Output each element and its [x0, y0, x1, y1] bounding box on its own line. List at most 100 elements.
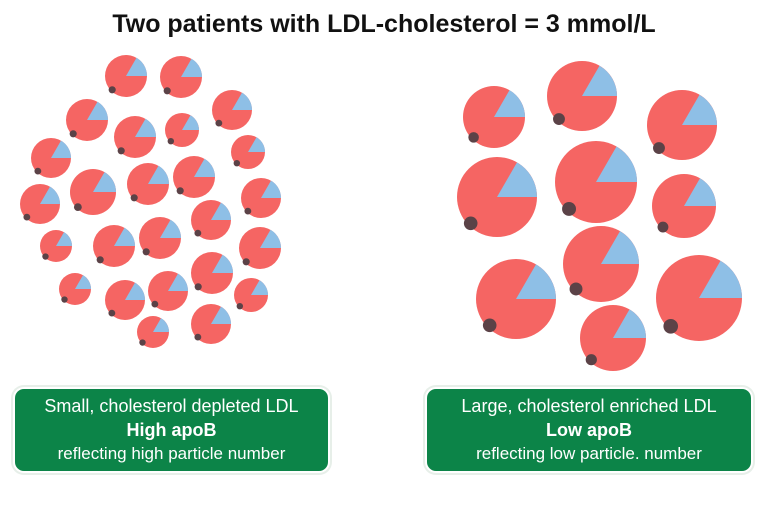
large-ldl-particle: [476, 259, 556, 339]
apob-dot: [139, 339, 146, 346]
left-caption-box: Small, cholesterol depleted LDL High apo…: [15, 389, 328, 471]
apob-dot: [23, 213, 31, 221]
apob-dot: [61, 296, 68, 303]
cholesterol-wedge: [40, 186, 60, 204]
apob-dot: [151, 300, 159, 308]
cholesterol-wedge: [126, 57, 147, 76]
small-ldl-particle: [212, 90, 252, 130]
cholesterol-wedge: [148, 165, 169, 184]
cholesterol-wedge: [248, 137, 265, 152]
left-particle-cluster: [20, 55, 281, 348]
apob-dot: [194, 229, 202, 237]
apob-dot: [194, 333, 202, 341]
cholesterol-wedge: [93, 172, 116, 192]
apob-dot: [585, 354, 597, 366]
small-ldl-particle: [66, 99, 108, 141]
apob-dot: [233, 159, 241, 167]
apob-dot: [117, 147, 125, 155]
apob-dot: [163, 87, 171, 95]
cholesterol-wedge: [232, 92, 252, 110]
apob-dot: [167, 137, 175, 145]
apob-dot: [176, 187, 184, 195]
apob-dot: [653, 142, 665, 154]
apob-dot: [244, 207, 252, 215]
cholesterol-wedge: [194, 158, 215, 177]
right-caption-description: Large, cholesterol enriched LDL: [461, 396, 717, 416]
cholesterol-wedge: [87, 101, 108, 120]
small-ldl-particle: [191, 200, 231, 240]
small-ldl-particle: [165, 113, 199, 147]
small-ldl-particle: [31, 138, 71, 178]
large-ldl-particle: [463, 86, 525, 148]
cholesterol-wedge: [516, 264, 556, 299]
large-ldl-particle: [457, 157, 537, 237]
small-ldl-particle: [139, 217, 181, 259]
apob-dot: [96, 256, 104, 264]
large-ldl-particle: [563, 226, 639, 302]
cholesterol-wedge: [211, 306, 231, 324]
cholesterol-wedge: [582, 65, 617, 96]
cholesterol-wedge: [114, 227, 135, 246]
diagram-title: Two patients with LDL-cholesterol = 3 mm…: [112, 10, 656, 38]
apob-dot: [34, 167, 42, 175]
small-ldl-particle: [70, 169, 116, 215]
small-ldl-particle: [114, 116, 156, 158]
small-ldl-particle: [234, 278, 268, 312]
large-ldl-particle: [555, 141, 637, 223]
cholesterol-wedge: [212, 254, 233, 273]
apob-dot: [663, 318, 679, 334]
cholesterol-wedge: [125, 282, 145, 300]
cholesterol-wedge: [211, 202, 231, 220]
apob-dot: [73, 203, 82, 212]
apob-dot: [194, 283, 202, 291]
large-ldl-particle: [652, 174, 716, 238]
cholesterol-wedge: [613, 309, 646, 338]
cholesterol-wedge: [682, 94, 717, 125]
small-ldl-particle: [173, 156, 215, 198]
small-ldl-particle: [137, 316, 169, 348]
small-ldl-particle: [105, 280, 145, 320]
cholesterol-wedge: [699, 260, 742, 298]
cholesterol-wedge: [51, 140, 71, 158]
apob-dot: [142, 248, 150, 256]
right-particle-cluster: [457, 61, 742, 371]
cholesterol-wedge: [260, 229, 281, 248]
small-ldl-particle: [191, 252, 233, 294]
small-ldl-particle: [40, 230, 72, 262]
cholesterol-wedge: [160, 219, 181, 238]
cholesterol-wedge: [596, 146, 637, 182]
left-caption-explanation: reflecting high particle number: [57, 444, 286, 463]
apob-dot: [108, 309, 116, 317]
cholesterol-wedge: [182, 115, 199, 130]
small-ldl-particle: [20, 184, 60, 224]
right-caption-apob: Low apoB: [546, 420, 632, 440]
small-ldl-particle: [148, 271, 188, 311]
small-ldl-particle: [59, 273, 91, 305]
right-caption-box: Large, cholesterol enriched LDL Low apoB…: [427, 389, 751, 471]
cholesterol-wedge: [181, 58, 202, 77]
apob-dot: [569, 282, 583, 296]
small-ldl-particle: [160, 56, 202, 98]
cholesterol-wedge: [168, 273, 188, 291]
large-ldl-particle: [647, 90, 717, 160]
apob-dot: [130, 194, 138, 202]
cholesterol-wedge: [135, 118, 156, 137]
apob-dot: [657, 221, 669, 233]
cholesterol-wedge: [601, 231, 639, 264]
apob-dot: [242, 258, 250, 266]
apob-dot: [236, 302, 244, 310]
apob-dot: [468, 132, 479, 143]
small-ldl-particle: [127, 163, 169, 205]
cholesterol-wedge: [497, 162, 537, 197]
cholesterol-wedge: [684, 178, 716, 206]
small-ldl-particle: [231, 135, 265, 169]
apob-dot: [69, 130, 77, 138]
apob-dot: [562, 201, 577, 216]
apob-dot: [108, 86, 116, 94]
left-caption-description: Small, cholesterol depleted LDL: [44, 396, 299, 416]
cholesterol-wedge: [153, 318, 169, 332]
apob-dot: [482, 318, 497, 333]
small-ldl-particle: [241, 178, 281, 218]
apob-dot: [463, 216, 478, 231]
